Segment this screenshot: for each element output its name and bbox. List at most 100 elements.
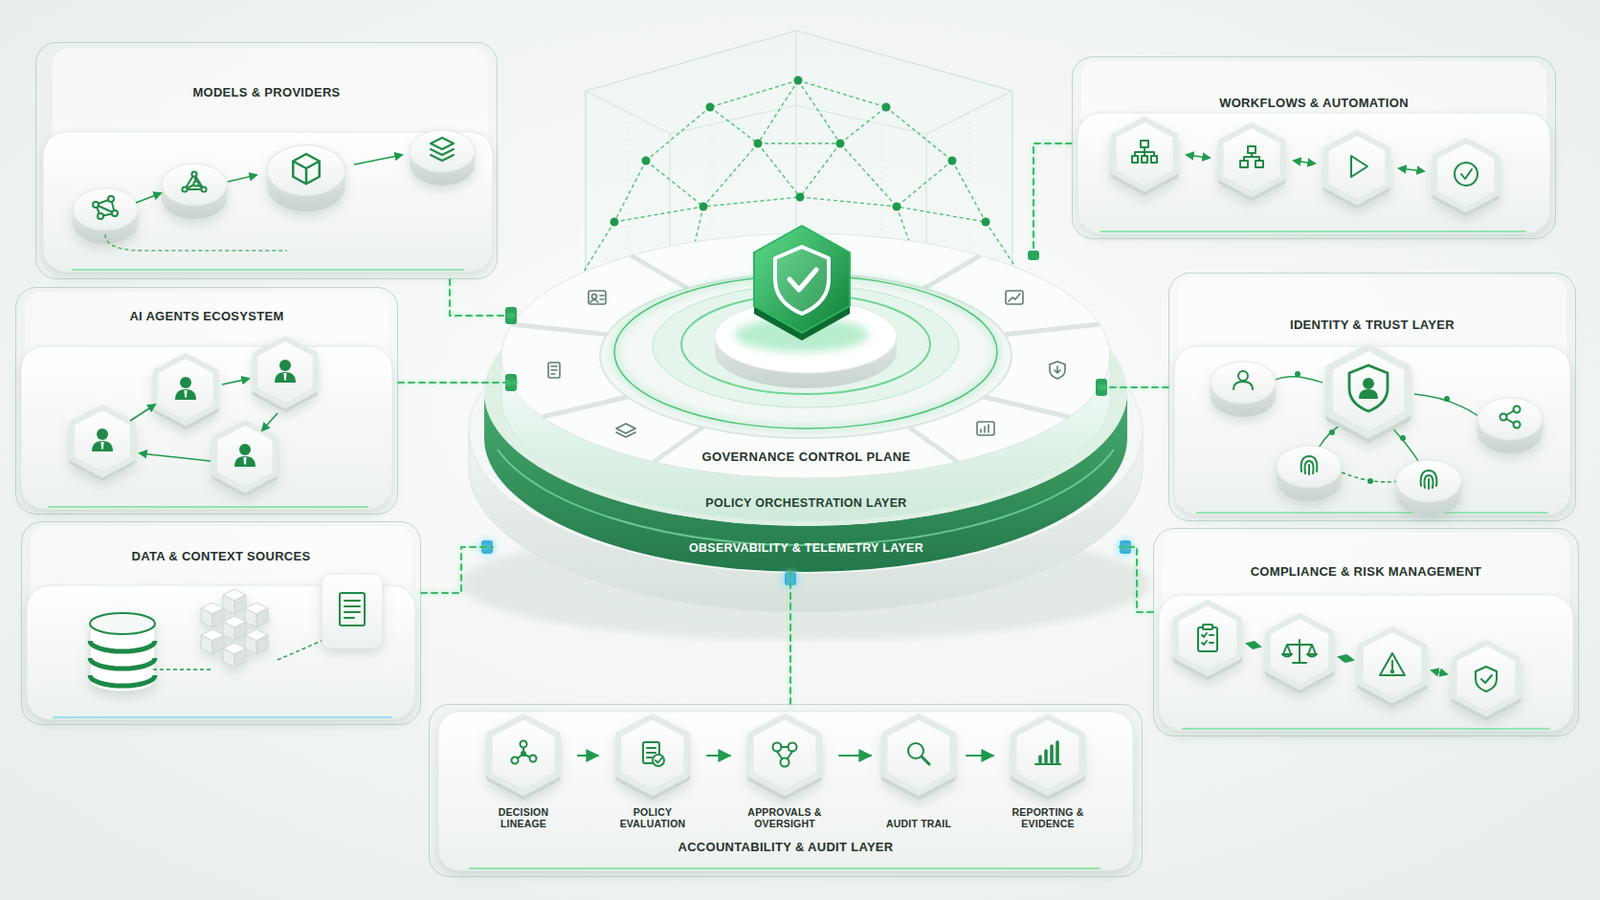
- accountability-panel-art: [618, 716, 687, 798]
- models-panel-art: [97, 213, 104, 220]
- models-panel-art: [181, 171, 206, 192]
- compliance-panel-art: [1198, 624, 1218, 652]
- agents-panel-art: [175, 377, 197, 400]
- cube-cluster: [222, 616, 246, 642]
- agents-panel-art: [184, 390, 188, 399]
- connector-line: [1119, 547, 1154, 613]
- models-panel-art: [105, 234, 288, 251]
- workflows-panel-art: [1461, 169, 1472, 179]
- accountability-panel-art: [655, 758, 663, 764]
- accountability-panel-art: [1035, 742, 1061, 765]
- identity-panel-art: [1500, 406, 1521, 429]
- mesh-dome: [699, 202, 709, 212]
- node-heading: DATA & CONTEXT SOURCES: [132, 549, 312, 565]
- platform-disc: [461, 233, 1151, 642]
- accountability-panel-art: [438, 711, 1134, 871]
- models-panel-art: [430, 137, 454, 161]
- models-panel-art: [191, 171, 197, 177]
- workflows-panel-art: [1351, 155, 1368, 178]
- ring-tile-icons: [980, 424, 989, 433]
- models-panel-art: [181, 186, 187, 192]
- compliance-panel-art: [1379, 653, 1405, 676]
- agents-panel-art: [234, 444, 256, 467]
- data-panel-art: [153, 641, 322, 670]
- agents-panel-art: [215, 422, 276, 494]
- agents-panel-art: [274, 359, 296, 383]
- agents-panel-art: [239, 444, 251, 456]
- compliance-panel-art: [1431, 670, 1447, 675]
- accountability-panel-art: [520, 741, 528, 749]
- identity-panel-art: [1396, 460, 1462, 516]
- models-panel-art: [354, 155, 402, 165]
- workflows-panel-art: [1221, 125, 1284, 199]
- compliance-panel-art: [1246, 644, 1447, 675]
- ring-tile-icons: [1005, 290, 1023, 305]
- mesh-dome: [882, 103, 891, 112]
- models-panel-art: [430, 137, 454, 161]
- ring-tile-icons: [1049, 361, 1066, 379]
- cube-cluster: [244, 608, 257, 628]
- agents-panel-art: [91, 428, 113, 452]
- agents-panel-art: [72, 407, 134, 479]
- accountability-panel-art: [773, 743, 798, 768]
- database-symbol: [89, 613, 156, 692]
- node-heading: MODELS & PROVIDERS: [192, 85, 340, 101]
- identity-panel-art: [1272, 377, 1323, 383]
- accountability-panel-art: [438, 711, 1134, 871]
- models-panel-art: [266, 145, 346, 213]
- node-heading: COMPLIANCE & RISK MANAGEMENT: [1250, 564, 1483, 580]
- cube-cluster: [222, 595, 235, 615]
- workflows-panel-art: [1077, 61, 1551, 234]
- compliance-panel-art: [1454, 643, 1518, 718]
- cube-cluster: [200, 602, 224, 628]
- models-panel-art: [92, 196, 118, 220]
- ring-tile-icons: [548, 362, 560, 378]
- models-panel-art: [43, 47, 493, 272]
- connector-line: [398, 381, 517, 384]
- identity-panel-art: [1359, 390, 1378, 399]
- accountability-panel-art: [511, 741, 537, 765]
- models-panel-art: [71, 268, 465, 271]
- ring-tile-icons: [616, 423, 636, 438]
- accountability-panel-art: [517, 748, 532, 760]
- category-panel: AI AGENTS ECOSYSTEM: [15, 287, 399, 515]
- workflows-panel-art: [1454, 162, 1478, 186]
- connector-sockets: [1027, 250, 1040, 261]
- compliance-panel-art: [1338, 657, 1354, 661]
- agents-panel-art: [91, 441, 113, 452]
- workflows-panel-art: [1399, 168, 1424, 172]
- flow-arrow: [707, 755, 731, 757]
- models-panel-art: [292, 154, 320, 184]
- models-panel-art: [227, 175, 257, 182]
- governance-shield: [775, 246, 829, 314]
- data-panel-art: [26, 526, 416, 720]
- audit-panel: ACCOUNTABILITY & AUDIT LAYERDECISION LIN…: [428, 704, 1143, 878]
- ring-tile-icons: [1049, 361, 1066, 379]
- identity-panel-art: [1294, 371, 1301, 378]
- accountability-panel-art: [511, 741, 1062, 768]
- agents-panel-art: [96, 428, 109, 441]
- database-symbol: [89, 641, 156, 687]
- accountability-panel-art: [1013, 716, 1082, 798]
- models-panel-art: [193, 180, 199, 186]
- models-panel-art: [105, 155, 402, 251]
- models-panel-art: [111, 210, 118, 217]
- audit-step: AUDIT TRAIL: [870, 711, 967, 833]
- identity-panel-art: [1233, 365, 1521, 489]
- cube-cluster: [222, 589, 246, 615]
- identity-panel-art: [1391, 426, 1419, 462]
- governance-shield: [789, 269, 817, 290]
- cube-cluster: [244, 629, 268, 655]
- governance-shield: [754, 225, 850, 334]
- identity-panel-art: [1400, 435, 1406, 442]
- platform-disc: [501, 233, 1111, 479]
- mesh-dome: [836, 139, 845, 149]
- audit-step: REPORTING & EVIDENCE: [993, 711, 1103, 833]
- accountability-panel-art: [468, 867, 1101, 870]
- agents-panel-art: [279, 359, 291, 372]
- flow-arrow: [966, 755, 994, 757]
- ring-tile-icons: [588, 290, 606, 305]
- identity-panel-art: [1349, 365, 1388, 412]
- accountability-panel-art: [530, 755, 537, 763]
- layer-band: OBSERVABILITY & TELEMETRY LAYER: [492, 528, 1120, 569]
